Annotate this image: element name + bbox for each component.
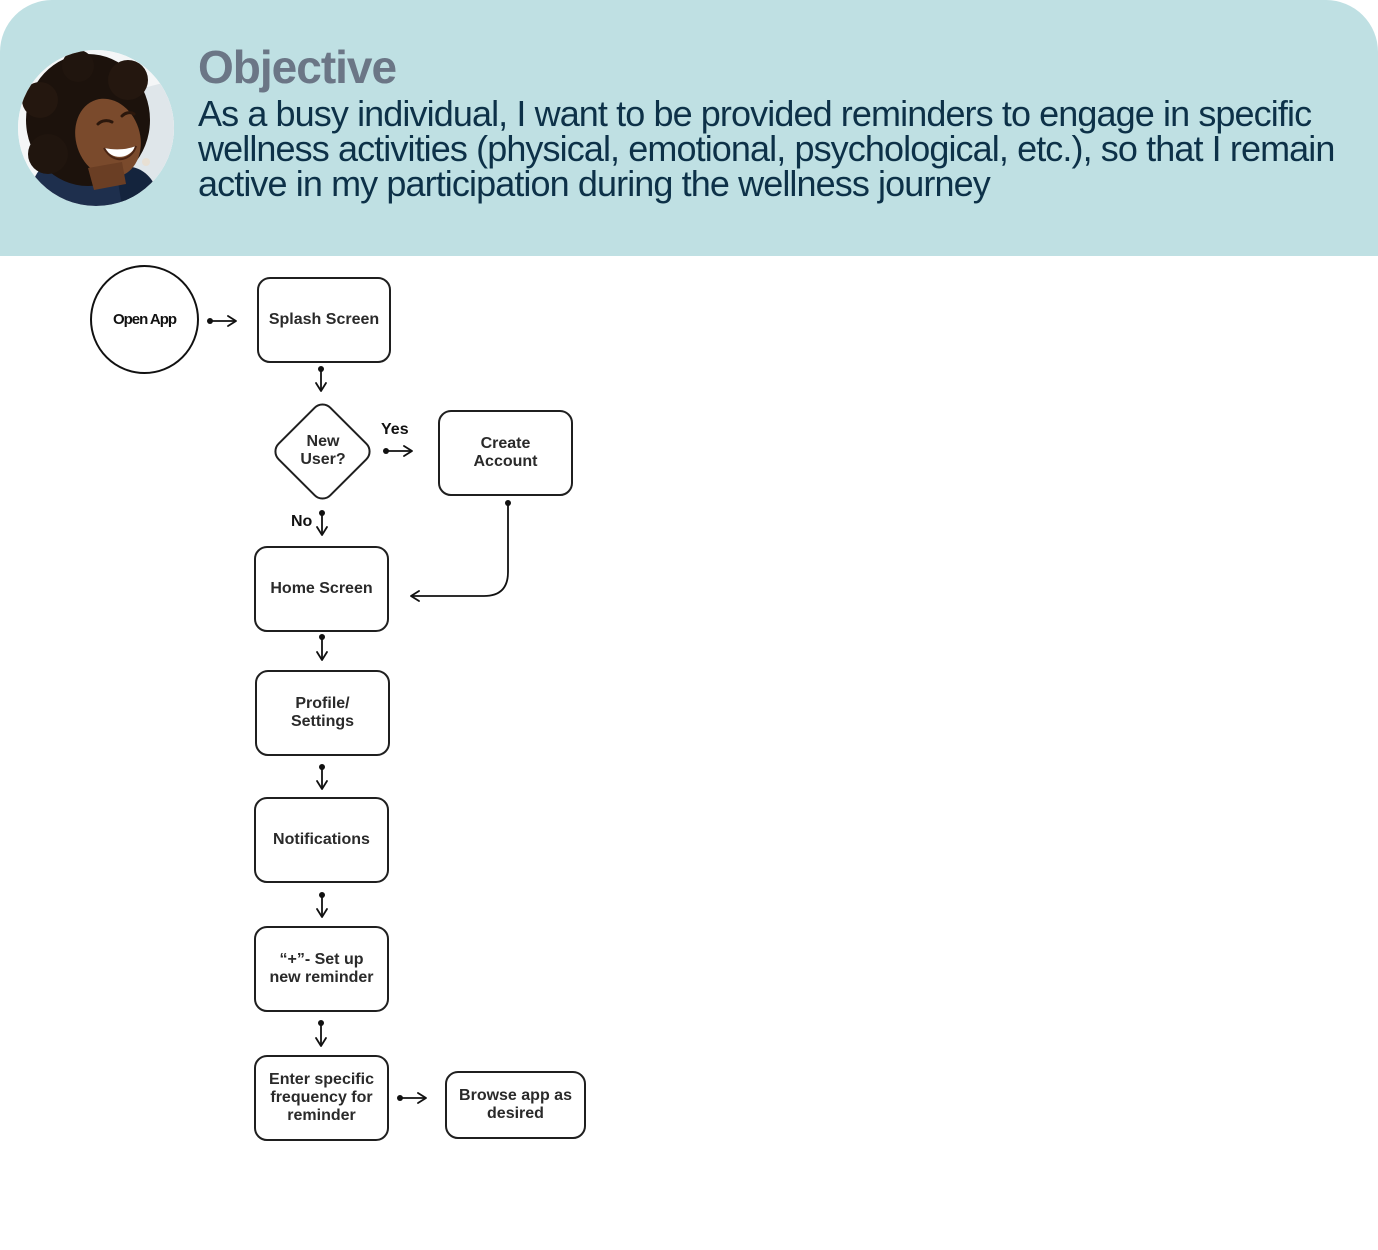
open-app-label: Open App: [113, 311, 176, 328]
profile-settings-node: Profile/ Settings: [255, 670, 390, 756]
setup-reminder-node: “+”- Set up new reminder: [254, 926, 389, 1012]
open-app-start-node: Open App: [90, 265, 199, 374]
yes-label: Yes: [381, 421, 409, 439]
profile-settings-label: Profile/ Settings: [291, 695, 354, 731]
new-user-decision-label: New User?: [270, 433, 376, 469]
browse-app-node: Browse app as desired: [445, 1071, 586, 1139]
home-screen-node: Home Screen: [254, 546, 389, 632]
notifications-label: Notifications: [273, 831, 370, 849]
browse-app-label: Browse app as desired: [459, 1087, 572, 1123]
splash-screen-node: Splash Screen: [257, 277, 391, 363]
create-account-label: Create Account: [474, 435, 538, 471]
enter-frequency-node: Enter specific frequency for reminder: [254, 1055, 389, 1141]
home-screen-label: Home Screen: [270, 580, 372, 598]
no-label: No: [291, 513, 312, 531]
notifications-node: Notifications: [254, 797, 389, 883]
create-account-node: Create Account: [438, 410, 573, 496]
enter-frequency-label: Enter specific frequency for reminder: [269, 1071, 374, 1125]
splash-screen-label: Splash Screen: [269, 311, 379, 329]
setup-reminder-label: “+”- Set up new reminder: [269, 951, 373, 987]
arrow-create-to-home: [411, 503, 508, 596]
